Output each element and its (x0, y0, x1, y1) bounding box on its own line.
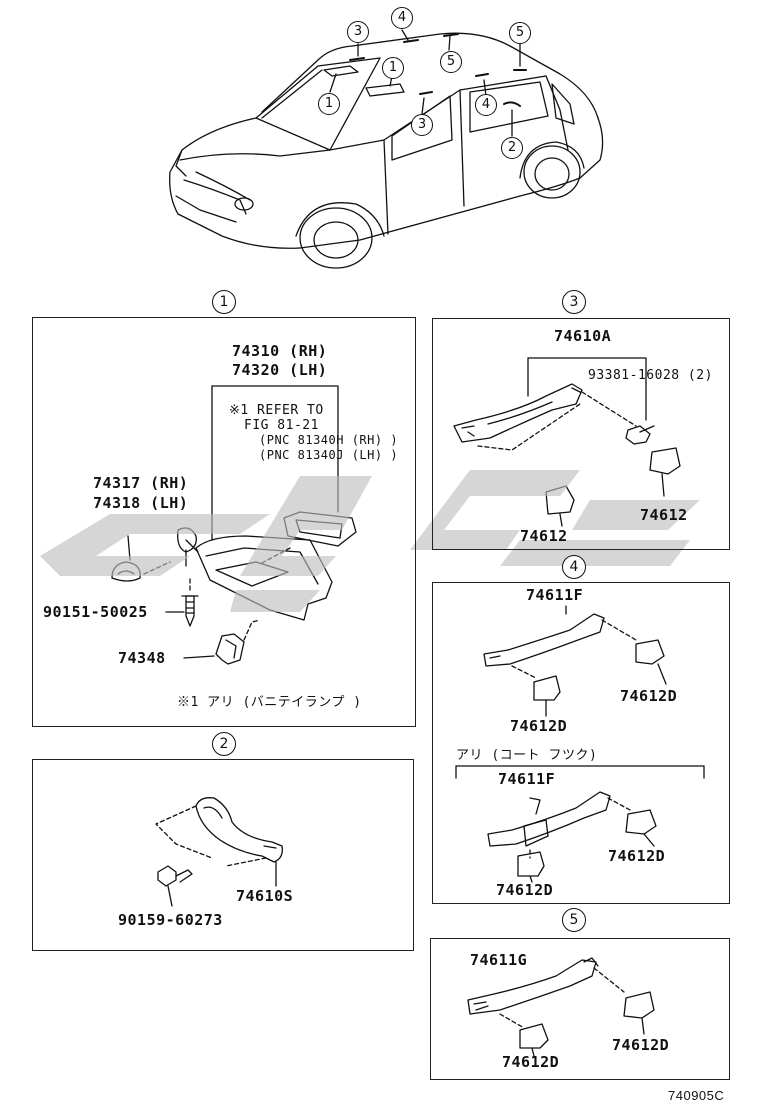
grip-74611g-drawing (467, 957, 655, 1057)
section-4-number: 4 (562, 555, 586, 579)
part-74612d-top-right-label: 74612D (620, 687, 678, 705)
part-90151-label: 90151-50025 (43, 603, 148, 621)
part-90159-label: 90159-60273 (118, 911, 223, 929)
part-74320-label: 74320 (LH) (232, 361, 328, 379)
watermark-logo (40, 470, 700, 612)
part-74612d-bottom-left-label: 74612D (496, 881, 554, 899)
section-3-frame (432, 318, 730, 550)
part-74612d-left-label: 74612D (502, 1053, 560, 1071)
callout-3-side: 3 (411, 114, 433, 136)
callout-5-roof-rear: 5 (509, 22, 531, 44)
part-74611g-label: 74611G (470, 951, 528, 969)
part-93381-label: 93381-16028 (2) (588, 368, 713, 383)
callout-1-visor-left: 1 (318, 93, 340, 115)
car-illustration (169, 29, 604, 269)
callout-3-roof-front: 3 (347, 21, 369, 43)
section-2-frame (32, 759, 414, 951)
section-5-number: 5 (562, 908, 586, 932)
grip-74611f-drawing (455, 605, 705, 883)
part-74612-right-label: 74612 (640, 506, 688, 524)
section-2-number: 2 (212, 732, 236, 756)
part-74610a-label: 74610A (554, 327, 612, 345)
grip-74610s-drawing (155, 797, 283, 907)
part-74610s-label: 74610S (236, 887, 294, 905)
callout-4-roof: 4 (391, 7, 413, 29)
refer-note-line2: FIG 81-21 (244, 418, 319, 433)
part-74611f-top-label: 74611F (526, 586, 584, 604)
section-5-frame (430, 938, 730, 1080)
part-74612d-right-label: 74612D (612, 1036, 670, 1054)
callout-4-side: 4 (475, 94, 497, 116)
refer-note-line1: ※1 REFER TO (229, 403, 324, 418)
section-1-frame (32, 317, 416, 727)
part-74612d-bottom-right-label: 74612D (608, 847, 666, 865)
section-4-frame (432, 582, 730, 904)
callout-5-roof-mid: 5 (440, 51, 462, 73)
part-74348-label: 74348 (118, 649, 166, 667)
section-3-number: 3 (562, 290, 586, 314)
figure-code: 740905C (668, 1088, 725, 1103)
callout-2-rear: 2 (501, 137, 523, 159)
part-74318-label: 74318 (LH) (93, 494, 189, 512)
part-74317-label: 74317 (RH) (93, 474, 189, 492)
part-74310-label: 74310 (RH) (232, 342, 328, 360)
callout-1-visor-right: 1 (382, 57, 404, 79)
refer-note-line3: (PNC 81340H (RH) ) (259, 433, 399, 447)
section-1-number: 1 (212, 290, 236, 314)
refer-note-line4: (PNC 81340J (LH) ) (259, 448, 399, 462)
coat-hook-variant-note: アリ (コート フツク) (456, 748, 598, 763)
part-74612d-top-left-label: 74612D (510, 717, 568, 735)
part-74611f-bottom-label: 74611F (498, 770, 556, 788)
vanity-lamp-footnote: ※1 アリ (バニテイランプ ) (177, 695, 362, 710)
part-74612-left-label: 74612 (520, 527, 568, 545)
